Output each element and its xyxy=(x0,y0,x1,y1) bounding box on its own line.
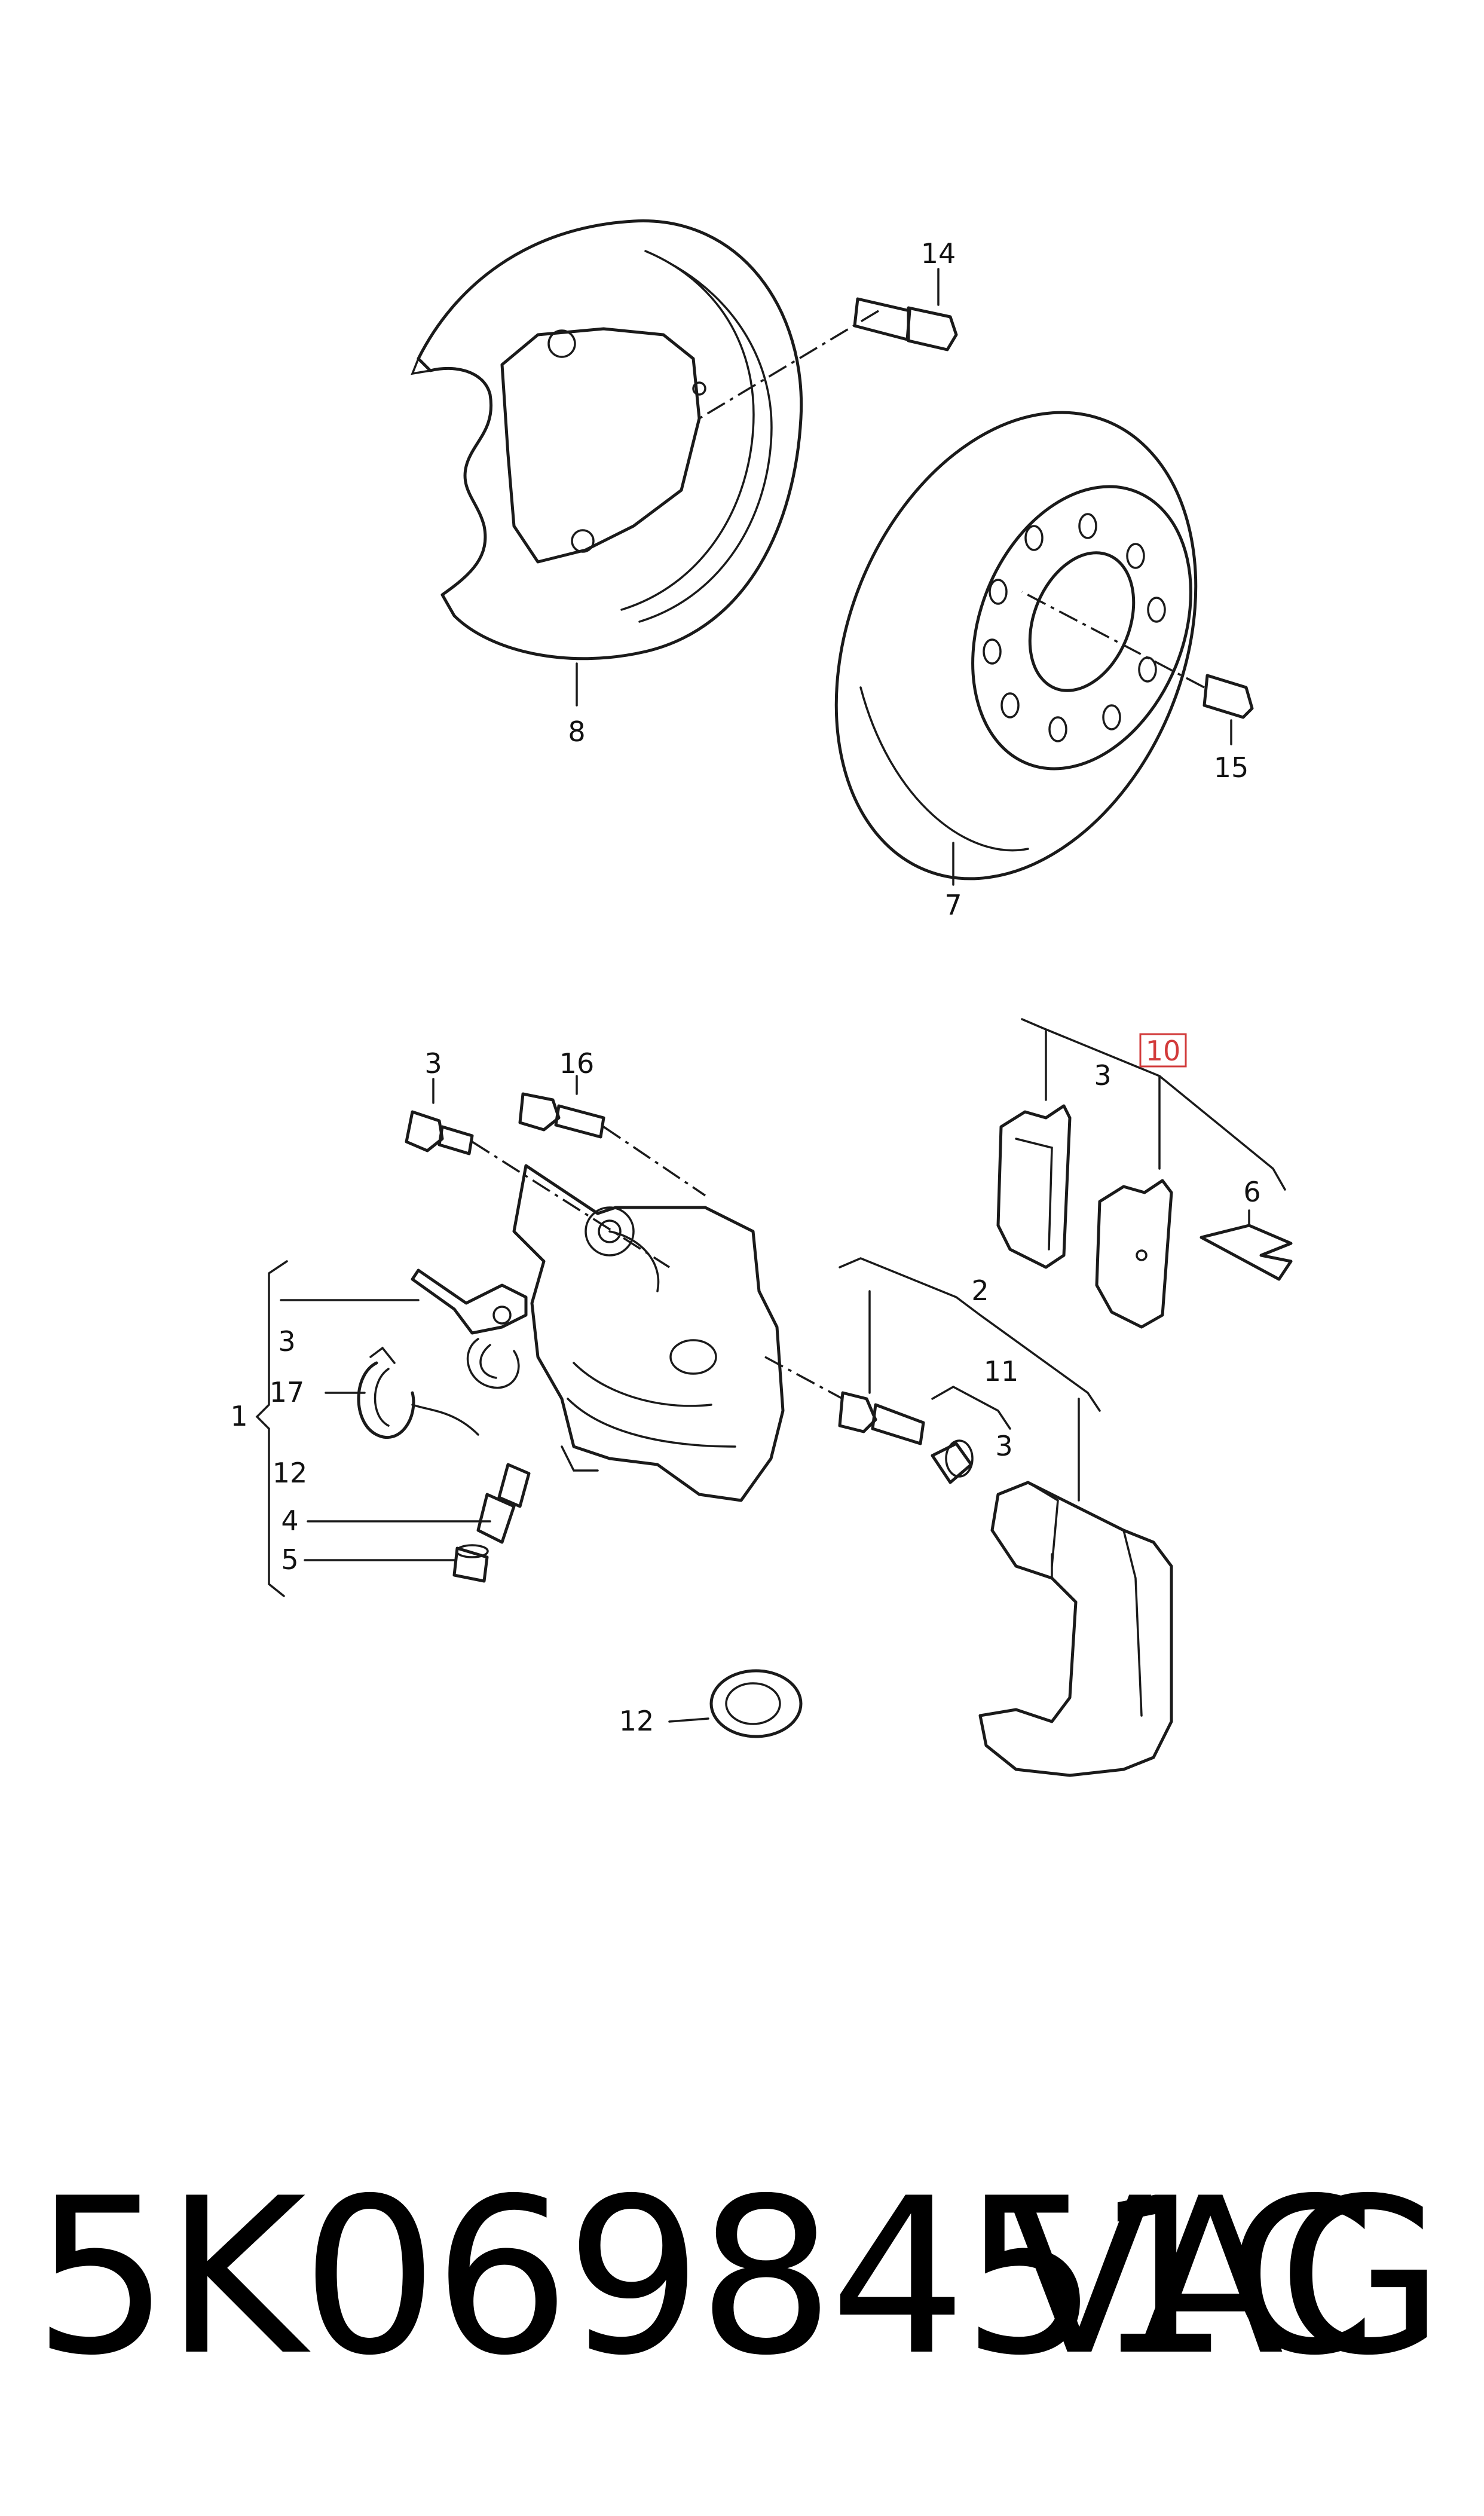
callout-3-lever: 3 xyxy=(278,1325,295,1358)
caliper-body xyxy=(512,1164,785,1502)
brake-pad-outer xyxy=(1095,1179,1173,1329)
callout-2: 2 xyxy=(971,1274,989,1307)
grommet-12 xyxy=(668,1669,803,1738)
brake-pad-inner xyxy=(996,1104,1072,1269)
bolt-14 xyxy=(699,268,958,420)
callout-12-group: 12 xyxy=(273,1457,308,1489)
group-bracket-1 xyxy=(255,1260,491,1597)
exploded-parts-diagram: 14 8 15 7 3 16 10 3 6 2 11 3 3 17 1 12 4… xyxy=(230,219,1293,1777)
caliper-carrier xyxy=(978,1481,1173,1777)
bleed-cap xyxy=(452,1544,489,1583)
caliper-bolt-3 xyxy=(405,1078,474,1155)
callout-11: 11 xyxy=(984,1355,1019,1387)
callout-15: 15 xyxy=(1214,751,1249,784)
callout-3-pads: 3 xyxy=(1094,1059,1111,1092)
callout-8: 8 xyxy=(568,716,585,748)
dust-shield xyxy=(411,219,803,707)
bleed-screw xyxy=(476,1463,531,1544)
callout-6: 6 xyxy=(1243,1176,1260,1208)
footer: 5K0698451C VAG xyxy=(0,2152,1484,2403)
brake-disc xyxy=(834,411,1198,886)
brand-name: VAG xyxy=(1005,2152,1445,2402)
handbrake-lever xyxy=(411,1268,528,1335)
callout-14: 14 xyxy=(921,237,956,270)
return-spring xyxy=(466,1338,520,1389)
guide-pin-bracket-2 xyxy=(839,1257,1101,1502)
callout-7: 7 xyxy=(944,889,962,921)
callout-16: 16 xyxy=(559,1047,595,1080)
callout-12-grommet: 12 xyxy=(619,1705,654,1737)
bushing-11 xyxy=(931,1386,1011,1484)
part-number: 5K0698451C xyxy=(33,2152,1376,2402)
callout-3-bushing: 3 xyxy=(995,1430,1012,1462)
caliper-bolt-16 xyxy=(472,1075,706,1268)
callout-5: 5 xyxy=(281,1543,298,1576)
callout-labels: 14 8 15 7 3 16 10 3 6 2 11 3 3 17 1 12 4… xyxy=(230,237,1260,1737)
callout-1: 1 xyxy=(230,1400,247,1432)
callout-3-bolt: 3 xyxy=(424,1047,442,1080)
callout-10: 10 xyxy=(1146,1035,1181,1067)
anti-rattle-clip-6 xyxy=(1200,1209,1293,1281)
pad-bracket-10 xyxy=(1021,1018,1286,1191)
callout-17: 17 xyxy=(270,1376,305,1408)
guide-pin xyxy=(764,1356,925,1445)
screw-15 xyxy=(1021,591,1254,745)
callout-4: 4 xyxy=(281,1505,298,1537)
spring-17 xyxy=(357,1346,479,1439)
callout-10-highlight xyxy=(1139,1033,1187,1068)
